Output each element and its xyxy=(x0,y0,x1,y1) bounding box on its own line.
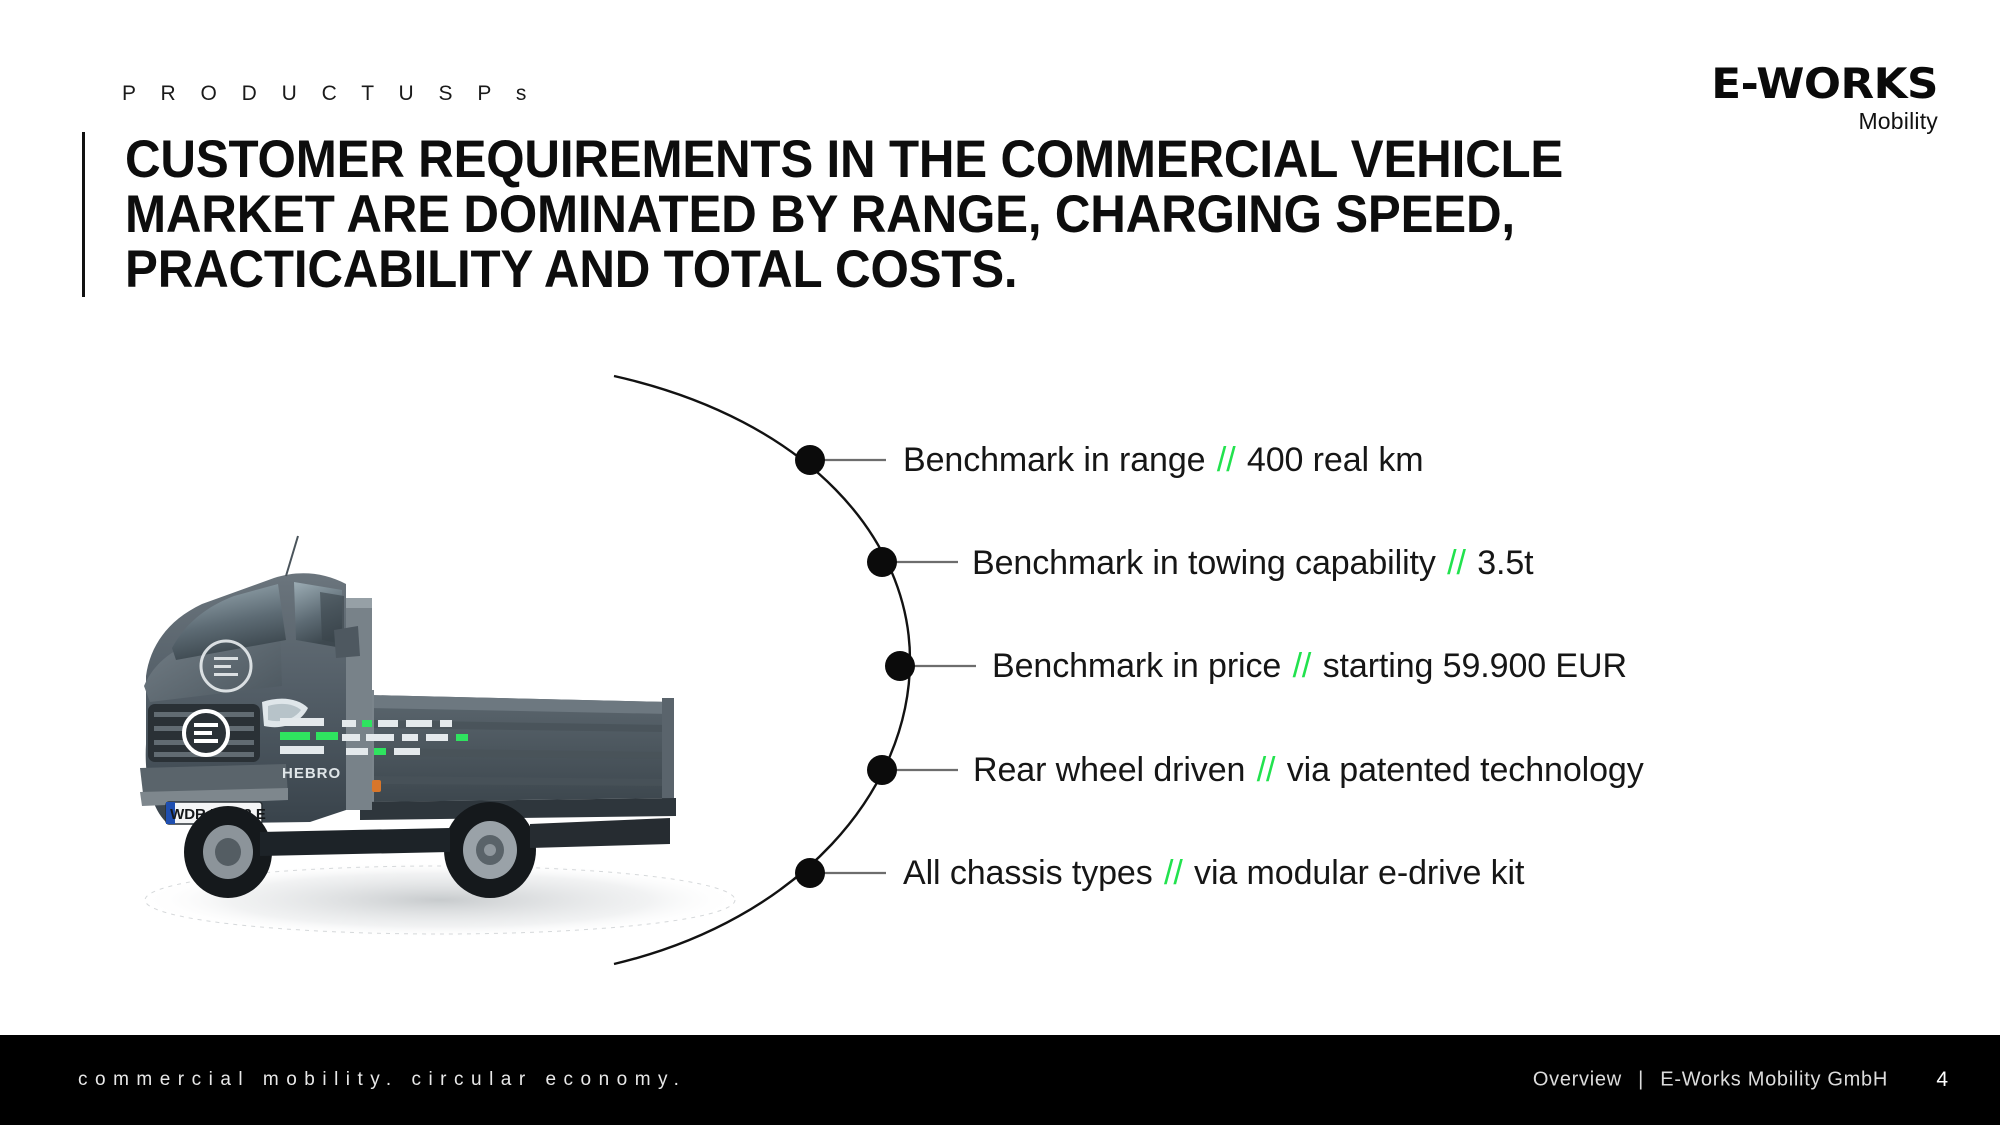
title-line-2: MARKET ARE DOMINATED BY RANGE, CHARGING … xyxy=(125,185,1515,244)
usp-value-5: via modular e-drive kit xyxy=(1194,854,1525,892)
slide-eyebrow: P R O D U C T U S P s xyxy=(122,82,536,105)
usp-item-5: All chassis types // via modular e-drive… xyxy=(903,854,1524,893)
usp-separator-2: // xyxy=(1447,544,1466,582)
usp-label-1: Benchmark in range xyxy=(903,441,1206,479)
footer-meta: Overview | E-Works Mobility GmbH xyxy=(1533,1069,1888,1092)
usp-separator-5: // xyxy=(1163,854,1183,892)
usp-separator-3: // xyxy=(1292,647,1312,685)
page-number: 4 xyxy=(1936,1068,1948,1091)
usp-item-2: Benchmark in towing capability // 3.5t xyxy=(972,544,1534,583)
footer-divider: | xyxy=(1638,1068,1645,1091)
footer-company: E-Works Mobility GmbH xyxy=(1660,1068,1888,1091)
usp-value-1: 400 real km xyxy=(1246,441,1424,479)
usp-separator-4: // xyxy=(1256,751,1276,789)
usp-item-4: Rear wheel driven // via patented techno… xyxy=(973,751,1644,790)
logo-tagline: Mobility xyxy=(1858,108,1938,134)
svg-text:HEBRO: HEBRO xyxy=(282,765,341,782)
footer-tagline: commercial mobility. circular economy. xyxy=(78,1069,687,1090)
brand-logo: E-WORKS Mobility xyxy=(1711,62,1938,135)
usp-value-3: starting 59.900 EUR xyxy=(1322,647,1627,685)
page-title: CUSTOMER REQUIREMENTS IN THE COMMERCIAL … xyxy=(82,130,1564,299)
footer-section: Overview xyxy=(1532,1068,1622,1091)
usp-label-4: Rear wheel driven xyxy=(973,751,1246,789)
usp-value-4: via patented technology xyxy=(1286,751,1644,789)
logo-wordmark: E-WORKS xyxy=(1711,59,1938,108)
vehicle-image: WDR KS 22 E HEBRO xyxy=(110,480,820,960)
usp-separator-1: // xyxy=(1216,441,1236,479)
usp-label-2: Benchmark in towing capability xyxy=(972,544,1436,582)
slide-footer: commercial mobility. circular economy. O… xyxy=(0,1035,2000,1125)
usp-value-2: 3.5t xyxy=(1477,544,1534,582)
usp-label-5: All chassis types xyxy=(903,854,1153,892)
title-line-1: CUSTOMER REQUIREMENTS IN THE COMMERCIAL … xyxy=(125,130,1564,189)
usp-item-3: Benchmark in price // starting 59.900 EU… xyxy=(992,647,1627,686)
usp-item-1: Benchmark in range // 400 real km xyxy=(903,441,1424,480)
title-line-3: PRACTICABILITY AND TOTAL COSTS. xyxy=(125,240,1018,299)
usp-label-3: Benchmark in price xyxy=(992,647,1282,685)
